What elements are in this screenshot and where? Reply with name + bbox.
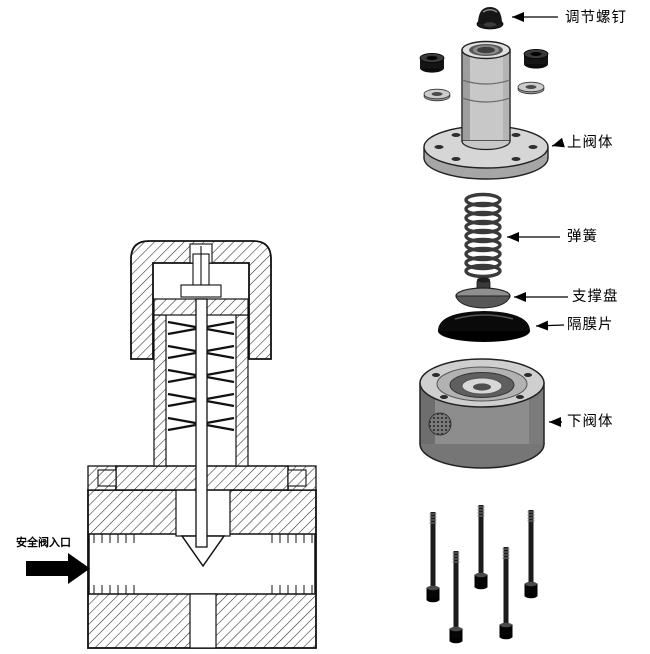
adjusting-screw-graphic [476, 7, 504, 30]
pointer-upper-valve-body [551, 137, 565, 148]
section-spindle [195, 298, 208, 548]
section-chamber-wall-right [235, 314, 249, 467]
label-support-disc: 支撑盘 [572, 289, 619, 305]
section-adjusting-screw [180, 243, 222, 298]
section-chamber-wall-left [153, 314, 167, 467]
label-lower-valve-body: 下阀体 [567, 414, 614, 430]
section-thread-ticks [93, 534, 313, 594]
inlet-arrow [26, 553, 90, 584]
label-upper-valve-body: 上阀体 [567, 135, 614, 151]
spring-graphic [464, 192, 502, 279]
section-flange-bolt-right [287, 469, 307, 487]
pointer-lines [507, 12, 568, 427]
diaphragm-graphic [438, 311, 530, 342]
bolts-group [426, 505, 538, 644]
section-flange-bolt-left [97, 469, 117, 487]
hex-nut-right-graphic [523, 49, 549, 69]
pointer-diaphragm [535, 320, 565, 331]
label-adjusting-screw: 调节螺钉 [565, 10, 627, 26]
washer-left-graphic [423, 88, 451, 102]
label-safety-valve-inlet: 安全阀入口 [16, 536, 71, 549]
washer-right-graphic [517, 81, 545, 95]
section-drain-channel [189, 593, 217, 649]
exploded-view [419, 7, 568, 644]
label-diaphragm: 隔膜片 [567, 317, 614, 333]
lower-valve-body-graphic [419, 358, 545, 469]
section-cap [130, 240, 272, 360]
hex-nut-left-graphic [419, 53, 445, 73]
label-spring: 弹簧 [567, 229, 598, 245]
cross-section-view [26, 240, 317, 649]
upper-valve-body-graphic [423, 40, 549, 180]
support-disc-graphic [455, 277, 511, 309]
